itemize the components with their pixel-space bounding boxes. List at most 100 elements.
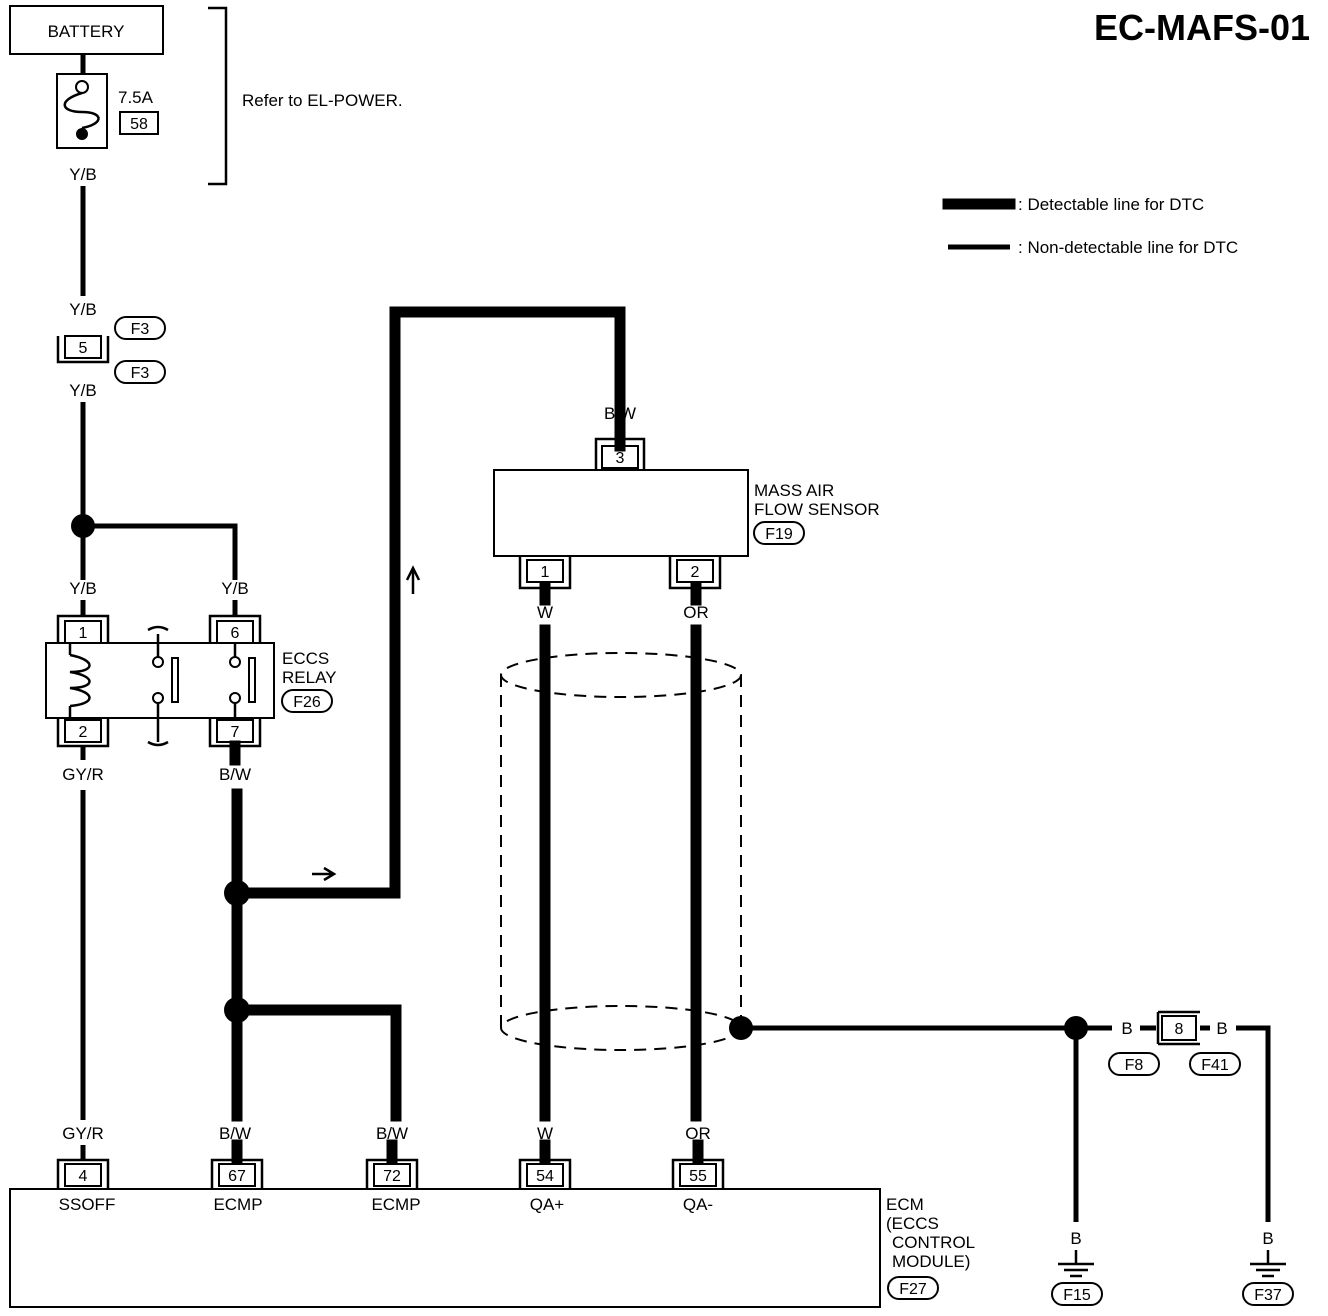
- ecm-pin-4-number: 4: [79, 1168, 88, 1185]
- ecm-pin-55-signal: QA-: [683, 1195, 713, 1214]
- ecm-pin-67-signal: ECMP: [213, 1195, 262, 1214]
- wire-label-b-f41: B: [1216, 1019, 1227, 1038]
- wire-label-yb-1: Y/B: [69, 165, 96, 184]
- mass-air-flow-sensor: B/W 3 1 2 MASS AIR FLOW SENSOR F19: [493, 404, 880, 590]
- connector-f37-tag: [1242, 1282, 1294, 1306]
- connector-f8-label: F8: [1125, 1057, 1144, 1074]
- connector-f3-pin-box: [64, 335, 102, 359]
- relay-contact-a-hook-bottom: [147, 740, 169, 747]
- wire-label-or-top: OR: [683, 603, 709, 622]
- ecm-pin-72-signal: ECMP: [371, 1195, 420, 1214]
- maf-pin3: 3: [616, 450, 625, 467]
- relay-pin6-housing: [208, 614, 262, 643]
- fuse-rating: 7.5A: [118, 88, 154, 107]
- ecm-pin-54-number: 54: [536, 1168, 554, 1185]
- relay-pin2-box: [64, 719, 102, 743]
- maf-name-line2: FLOW SENSOR: [754, 500, 880, 519]
- wire-bw-to-maf: [231, 306, 626, 899]
- ecm-pin-67-number: 67: [228, 1168, 246, 1185]
- ecm-pin-72-number: 72: [383, 1168, 401, 1185]
- relay-body: [45, 642, 275, 719]
- wire-bw-to-ecm72: [231, 1004, 402, 1122]
- connector-f3-body: [56, 336, 110, 364]
- connector-f3-label-top: F3: [131, 321, 150, 338]
- ecm-pin-72-box: [373, 1163, 411, 1187]
- wire-label-gyr-bottom: GY/R: [62, 1124, 104, 1143]
- wire-label-yb-2: Y/B: [69, 300, 96, 319]
- relay-coil-icon: [69, 653, 91, 708]
- connector-f8-housing: [1156, 1010, 1200, 1046]
- shield-top-ellipse: [500, 652, 742, 698]
- connector-f41-tag: [1189, 1052, 1241, 1076]
- wire-label-yb-3: Y/B: [69, 381, 96, 400]
- maf-pin2: 2: [691, 564, 700, 581]
- connector-f3-tag-top: [114, 316, 166, 340]
- wire-label-b-f8: B: [1121, 1019, 1132, 1038]
- wire-label-bw-maf: B/W: [604, 404, 636, 423]
- connector-f8-tag: [1108, 1052, 1160, 1076]
- relay-name-line1: ECCS: [282, 649, 329, 668]
- ecm-pin-72-housing: [365, 1158, 419, 1189]
- wire-label-or-bottom: OR: [685, 1124, 711, 1143]
- maf-pin1-box: [526, 559, 564, 583]
- arrow-right-icon: [312, 866, 337, 882]
- wire-label-bw-ecm67: B/W: [219, 1124, 251, 1143]
- relay-contact-b-blade: [248, 657, 256, 703]
- ecm-pin-4: 4 SSOFF: [56, 1158, 115, 1214]
- fuse-number-box: [119, 111, 159, 135]
- fuse-number: 58: [130, 116, 148, 133]
- ecm-name-line2: (ECCS: [886, 1214, 939, 1233]
- connector-f41-label: F41: [1201, 1057, 1229, 1074]
- ecm-body: [9, 1188, 881, 1308]
- refer-bracket: [208, 6, 228, 186]
- maf-pin2-box: [676, 559, 714, 583]
- legend: : Detectable line for DTC : Non-detectab…: [942, 195, 1238, 257]
- connector-f19-label: F19: [765, 526, 793, 543]
- legend-nondetectable-text: : Non-detectable line for DTC: [1018, 238, 1238, 257]
- relay-contact-a-hook-top: [147, 625, 169, 632]
- connector-f26-tag: [281, 689, 333, 713]
- wire-label-b-f37: B: [1262, 1229, 1273, 1248]
- wire-label-w-top: W: [537, 603, 553, 622]
- fuse-element: [63, 91, 100, 130]
- fuse-terminal-top: [75, 80, 89, 94]
- relay-pin1-housing: [56, 614, 110, 643]
- connector-f3-label-bottom: F3: [131, 365, 150, 382]
- ecm-pin-54-signal: QA+: [530, 1195, 565, 1214]
- connector-f3-pin: 5: [79, 340, 88, 357]
- ecm-pin-67: 67 ECMP: [210, 1158, 264, 1214]
- refer-note: Refer to EL-POWER.: [242, 91, 403, 110]
- relay-pin6: 6: [231, 625, 240, 642]
- legend-detectable-text: : Detectable line for DTC: [1018, 195, 1204, 214]
- ecm-pin-54: 54 QA+: [518, 1158, 572, 1214]
- wire-label-bw-ecm72: B/W: [376, 1124, 408, 1143]
- eccs-relay: 1 6 2 7 ECCS RELAY F26: [45, 614, 337, 748]
- ground-f37: F37: [1242, 1250, 1294, 1306]
- fuse-terminal-bottom: [76, 128, 88, 140]
- wire-label-yb-pin6: Y/B: [221, 579, 248, 598]
- relay-pin7: 7: [231, 724, 240, 741]
- shielded-cable: [500, 652, 742, 1051]
- ecm-pin-55-box: [679, 1163, 717, 1187]
- ground-f15: F15: [1051, 1250, 1103, 1306]
- ecm-name-line4: MODULE): [892, 1252, 970, 1271]
- relay-pin1-box: [64, 620, 102, 644]
- connector-f27-label: F27: [899, 1281, 927, 1298]
- shield-bottom-ellipse: [500, 1005, 742, 1051]
- connector-f27-tag: [887, 1276, 939, 1300]
- connector-f3-tag-bottom: [114, 360, 166, 384]
- connector-f37-label: F37: [1254, 1287, 1282, 1304]
- ecm-pin-4-housing: [56, 1158, 110, 1189]
- ecm-pin-55-housing: [671, 1158, 725, 1189]
- page-title: EC-MAFS-01: [1094, 7, 1310, 48]
- battery-box: [9, 5, 164, 55]
- relay-contact-b2: [229, 692, 241, 704]
- ecm-pin-54-box: [526, 1163, 564, 1187]
- relay-contact-a2: [152, 692, 164, 704]
- ecm-pin-55: 55 QA-: [671, 1158, 725, 1214]
- ecm-name-line3: CONTROL: [892, 1233, 975, 1252]
- arrow-up-icon: [405, 565, 421, 594]
- wire-label-w-bottom: W: [537, 1124, 553, 1143]
- wire-b-to-f37: [1236, 1025, 1271, 1222]
